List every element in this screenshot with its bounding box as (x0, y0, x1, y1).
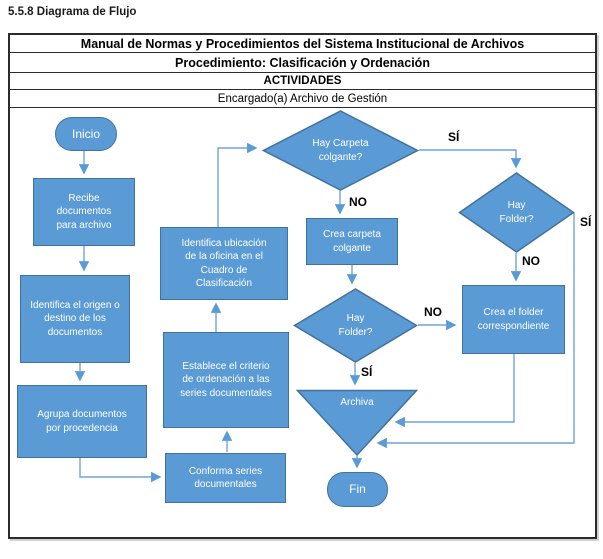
table-header-manual: Manual de Normas y Procedimientos del Si… (10, 35, 595, 53)
table-header-encargado: Encargado(a) Archivo de Gestión (10, 90, 595, 108)
flowchart-canvas (10, 108, 595, 535)
table-header-actividades: ACTIVIDADES (10, 73, 595, 90)
section-title: 5.5.8 Diagrama de Flujo (8, 6, 137, 18)
table-header-procedimiento: Procedimiento: Clasificación y Ordenació… (10, 53, 595, 73)
procedure-table: Manual de Normas y Procedimientos del Si… (8, 33, 597, 539)
